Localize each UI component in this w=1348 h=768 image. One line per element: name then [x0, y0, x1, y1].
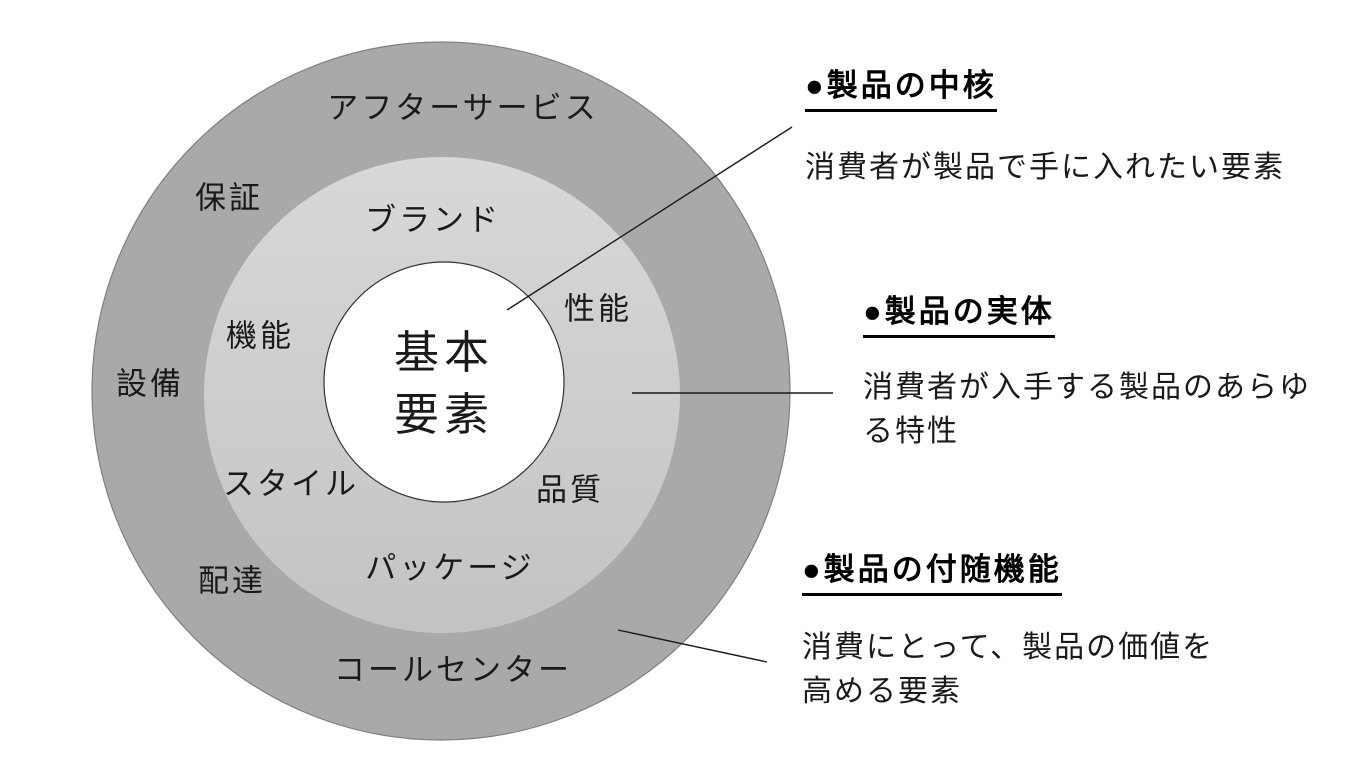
- label-performance: 性能: [564, 291, 632, 327]
- annotation-augmented-heading: ●製品の付随機能: [802, 544, 1062, 596]
- annotation-augmented-body-line1: 消費にとって、製品の価値を: [802, 631, 1215, 664]
- label-function: 機能: [226, 318, 294, 354]
- annotation-augmented-body-line2: 高める要素: [802, 675, 962, 708]
- annotation-actual-heading: ●製品の実体: [863, 286, 1055, 338]
- leader-line-core: [506, 126, 793, 311]
- label-brand: ブランド: [365, 202, 501, 238]
- label-after-service: アフターサービス: [327, 90, 599, 126]
- outer-circle-outline: [91, 41, 791, 741]
- label-core-elements: 基本 要素: [394, 322, 494, 446]
- annotation-actual-body: 消費者が入手する製品のあらゆ る特性: [863, 366, 1311, 454]
- annotation-core-heading: ●製品の中核: [805, 60, 997, 112]
- label-equipment: 設備: [116, 366, 184, 402]
- leader-line-augmented: [617, 629, 768, 663]
- label-package: パッケージ: [365, 550, 535, 586]
- annotation-augmented-body: 消費にとって、製品の価値を 高める要素: [802, 626, 1214, 714]
- label-call-center: コールセンター: [334, 652, 572, 688]
- label-delivery: 配達: [198, 563, 266, 599]
- label-warranty: 保証: [195, 180, 263, 216]
- inner-circle-outline: [323, 261, 565, 503]
- label-core-elements-line2: 要素: [393, 389, 495, 440]
- annotation-core-body: 消費者が製品で手に入れたい要素: [805, 146, 1285, 190]
- label-core-elements-line1: 基本: [393, 327, 495, 378]
- annotation-actual-body-line1: 消費者が入手する製品のあらゆ: [863, 371, 1311, 404]
- annotation-actual-body-line2: る特性: [863, 415, 959, 448]
- label-quality: 品質: [536, 472, 604, 508]
- annotation-core-body-line1: 消費者が製品で手に入れたい要素: [805, 151, 1285, 184]
- inner-circle-core-product: [324, 262, 564, 502]
- label-style: スタイル: [223, 466, 359, 502]
